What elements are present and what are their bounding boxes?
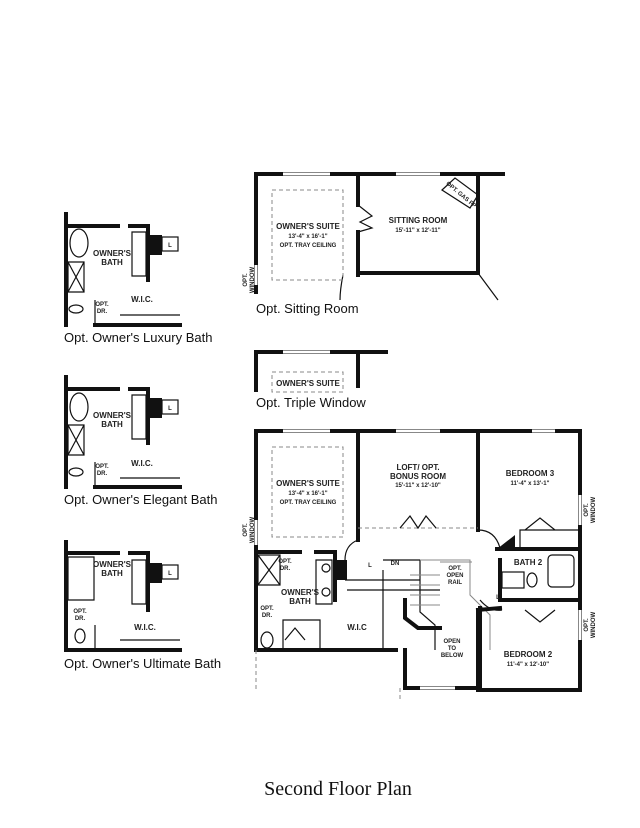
ultimate-linen: L — [168, 571, 172, 577]
open-rail-label-2: OPEN — [446, 573, 463, 579]
elegant-opt-dr-2: DR. — [97, 471, 108, 477]
main-tray-ceiling-label: OPT. TRAY CEILING — [280, 500, 337, 506]
elegant-owners-bath-label: OWNER'S — [93, 411, 132, 420]
linen-label: L — [368, 563, 372, 569]
bonus-room-label: BONUS ROOM — [390, 472, 446, 481]
caption-elegant-bath: Opt. Owner's Elegant Bath — [64, 492, 218, 507]
sitting-room-label: SITTING ROOM — [389, 216, 448, 225]
bedroom-3-dimensions: 11'-4" x 13'-1" — [511, 481, 550, 487]
elegant-wic-label: W.I.C. — [131, 459, 153, 468]
stairs-down-label: DN — [391, 561, 400, 567]
open-rail-label-3: RAIL — [448, 580, 462, 586]
tray-ceiling-label: OPT. TRAY CEILING — [280, 243, 337, 249]
luxury-opt-dr-2: DR. — [97, 309, 108, 315]
owners-bath-label: OWNER'S — [281, 588, 320, 597]
elegant-owners-bath-label-2: BATH — [101, 420, 123, 429]
luxury-opt-dr: OPT. — [95, 302, 109, 308]
bath-2-label: BATH 2 — [514, 558, 543, 567]
owners-bath-label-2: BATH — [289, 597, 311, 606]
caption-triple-window: Opt. Triple Window — [256, 395, 366, 410]
owners-suite-label: OWNER'S SUITE — [276, 222, 340, 231]
luxury-wic-label: W.I.C. — [131, 295, 153, 304]
bedroom-3-label: BEDROOM 3 — [506, 469, 555, 478]
ultimate-owners-bath-label: OWNER'S — [93, 560, 132, 569]
caption-sitting-room: Opt. Sitting Room — [256, 301, 359, 316]
main-owners-suite-label: OWNER'S SUITE — [276, 479, 340, 488]
ultimate-wic-label: W.I.C. — [134, 623, 156, 632]
triple-owners-suite-label: OWNER'S SUITE — [276, 379, 340, 388]
caption-luxury-bath: Opt. Owner's Luxury Bath — [64, 330, 212, 345]
loft-dimensions: 15'-11" x 12'-10" — [395, 483, 441, 489]
bedroom-2-label: BEDROOM 2 — [504, 650, 553, 659]
bedroom-2-dimensions: 11'-4" x 12'-10" — [507, 662, 549, 668]
opt-dr-label: OPT. — [278, 559, 292, 565]
luxury-owners-bath-label-2: BATH — [101, 258, 123, 267]
main-opt-window-left: OPT. — [243, 523, 249, 537]
luxury-owners-bath-label: OWNER'S — [93, 249, 132, 258]
main-opt-window-b2-2: WINDOW — [591, 612, 597, 639]
caption-ultimate-bath: Opt. Owner's Ultimate Bath — [64, 656, 221, 671]
opt-dr-label-2: DR. — [280, 566, 291, 572]
main-opt-window-b3-2: WINDOW — [591, 497, 597, 524]
main-opt-window-left-2: WINDOW — [250, 517, 256, 544]
sitting-room-dimensions: 15'-11" x 12'-11" — [395, 228, 440, 234]
main-floor-plan: OWNER'S SUITE 13'-4" x 16'-1" OPT. TRAY … — [243, 429, 597, 700]
wic-label: W.I.C — [347, 623, 367, 632]
open-below-label: OPEN — [443, 639, 460, 645]
luxury-bath-plan: OWNER'S BATH OPT. DR. W.I.C. L Opt. Owne… — [64, 212, 212, 345]
elegant-linen: L — [168, 406, 172, 412]
ultimate-owners-bath-label-2: BATH — [101, 569, 123, 578]
opt-window-label: OPT. — [243, 273, 249, 287]
linen-label-2: L — [496, 595, 500, 601]
loft-label: LOFT/ OPT. — [396, 463, 439, 472]
luxury-linen: L — [168, 243, 172, 249]
elegant-bath-plan: OWNER'S BATH OPT. DR. W.I.C. L Opt. Owne… — [64, 375, 218, 507]
opt-dr-label-b: OPT. — [260, 606, 274, 612]
open-below-label-3: BELOW — [441, 653, 464, 659]
triple-window-plan: OWNER'S SUITE Opt. Triple Window — [254, 350, 388, 410]
ultimate-opt-dr: OPT. — [73, 609, 87, 615]
ultimate-bath-plan: OWNER'S BATH OPT. DR. W.I.C. L Opt. Owne… — [64, 540, 221, 671]
main-opt-window-b2: OPT. — [584, 618, 590, 632]
owners-suite-dimensions: 13'-4" x 16'-1" — [288, 234, 327, 240]
open-below-label-2: TO — [448, 646, 457, 652]
opt-window-label-2: WINDOW — [250, 267, 256, 294]
sitting-room-plan: OPT. GAS FP OWNER'S SUITE 13'-4" x 16'-1… — [243, 172, 505, 316]
open-rail-label: OPT. — [448, 566, 462, 572]
main-owners-suite-dimensions: 13'-4" x 16'-1" — [288, 491, 327, 497]
plan-title: Second Floor Plan — [264, 778, 412, 800]
ultimate-opt-dr-2: DR. — [75, 616, 86, 622]
elegant-opt-dr: OPT. — [95, 464, 109, 470]
main-opt-window-b3: OPT. — [584, 503, 590, 517]
opt-dr-label-b2: DR. — [262, 613, 273, 619]
